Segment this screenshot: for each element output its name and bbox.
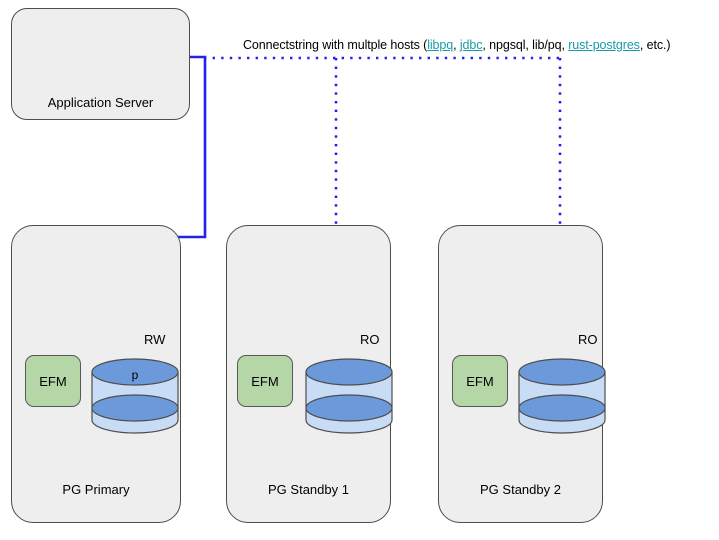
database-cylinder-standby-2[interactable]: [518, 358, 606, 436]
efm-label: EFM: [39, 373, 67, 389]
efm-box-primary[interactable]: EFM: [25, 355, 81, 407]
caption-libpq-go: lib/pq: [532, 38, 562, 52]
mode-tag-primary: RW: [144, 332, 166, 347]
caption-sep-4: ,: [561, 38, 569, 52]
pg-standby-2-label: PG Standby 2: [480, 482, 561, 497]
application-server-label: Application Server: [47, 95, 154, 110]
efm-label: EFM: [466, 373, 494, 389]
cylinder-shape: [305, 358, 393, 434]
pg-primary-label: PG Primary: [62, 482, 130, 497]
connectstring-caption: Connectstring with multple hosts (libpq,…: [243, 38, 671, 52]
link-libpq[interactable]: libpq: [427, 38, 454, 52]
database-cylinder-standby-1[interactable]: [305, 358, 393, 436]
link-rust-postgres[interactable]: rust-postgres: [568, 38, 640, 52]
caption-prefix: Connectstring with multple hosts (: [243, 38, 428, 52]
mode-tag-standby-2: RO: [578, 332, 598, 347]
caption-suffix: , etc.): [639, 38, 671, 52]
caption-sep-3: ,: [525, 38, 533, 52]
link-jdbc[interactable]: jdbc: [459, 38, 483, 52]
cylinder-shape: [91, 358, 179, 434]
caption-sep-2: ,: [482, 38, 490, 52]
mode-tag-standby-1: RO: [360, 332, 380, 347]
efm-box-standby-2[interactable]: EFM: [452, 355, 508, 407]
caption-npgsql: npgsql: [489, 38, 526, 52]
cylinder-shape: [518, 358, 606, 434]
efm-box-standby-1[interactable]: EFM: [237, 355, 293, 407]
database-cylinder-primary[interactable]: p: [91, 358, 179, 436]
node-application-server[interactable]: Application Server: [11, 8, 190, 120]
efm-label: EFM: [251, 373, 279, 389]
pg-standby-1-label: PG Standby 1: [268, 482, 349, 497]
caption-sep-1: ,: [453, 38, 460, 52]
